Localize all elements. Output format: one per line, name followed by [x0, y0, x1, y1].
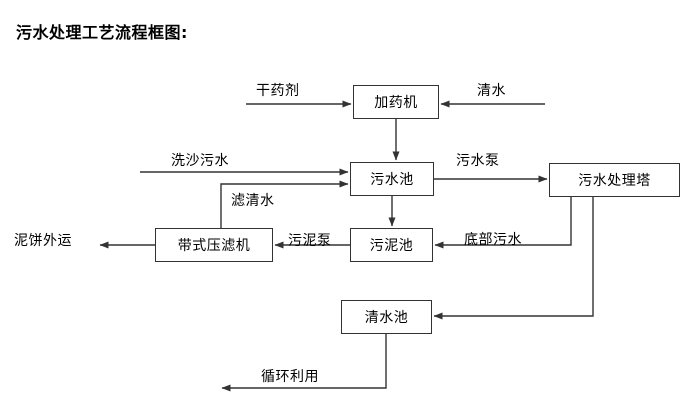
edge-label-sand-wash-wastewater: 洗沙污水: [171, 153, 229, 169]
node-wastewater-pool[interactable]: 污水池: [350, 162, 434, 196]
node-wastewater-pool-label: 污水池: [370, 172, 414, 188]
node-sludge-pool[interactable]: 污泥池: [350, 228, 433, 262]
edge-label-bottom-wastewater: 底部污水: [464, 232, 522, 248]
edge-label-recycle-reuse: 循环利用: [261, 369, 319, 385]
node-clear-water-pool-label: 清水池: [364, 310, 409, 326]
node-dosing-machine[interactable]: 加药机: [353, 85, 439, 119]
node-treatment-tower[interactable]: 污水处理塔: [549, 163, 680, 197]
node-clear-water-pool[interactable]: 清水池: [341, 300, 432, 334]
edge-tower-bottom-to-sludge-pool: [434, 197, 572, 249]
terminal-dry-chemical: 干药剂: [256, 83, 300, 99]
node-dosing-machine-label: 加药机: [374, 95, 418, 111]
edge-filtrate-to-wastewater-pool: [220, 180, 349, 228]
edge-label-wastewater-pump: 污水泵: [456, 153, 500, 169]
node-sludge-pool-label: 污泥池: [369, 238, 414, 254]
edge-tower-to-clear-water-pool: [433, 197, 594, 320]
edge-clear-water-pool-to-recycle: [221, 334, 387, 392]
node-treatment-tower-label: 污水处理塔: [578, 173, 651, 189]
terminal-mud-cake-out: 泥饼外运: [14, 233, 72, 249]
node-belt-filter-press[interactable]: 带式压滤机: [155, 228, 273, 262]
edge-label-filtrate-clear-water: 滤清水: [231, 193, 275, 209]
terminal-clean-water: 清水: [477, 83, 506, 99]
node-belt-filter-press-label: 带式压滤机: [177, 238, 251, 254]
page-title: 污水处理工艺流程框图:: [16, 23, 188, 42]
edge-label-sludge-pump: 污泥泵: [288, 233, 332, 249]
